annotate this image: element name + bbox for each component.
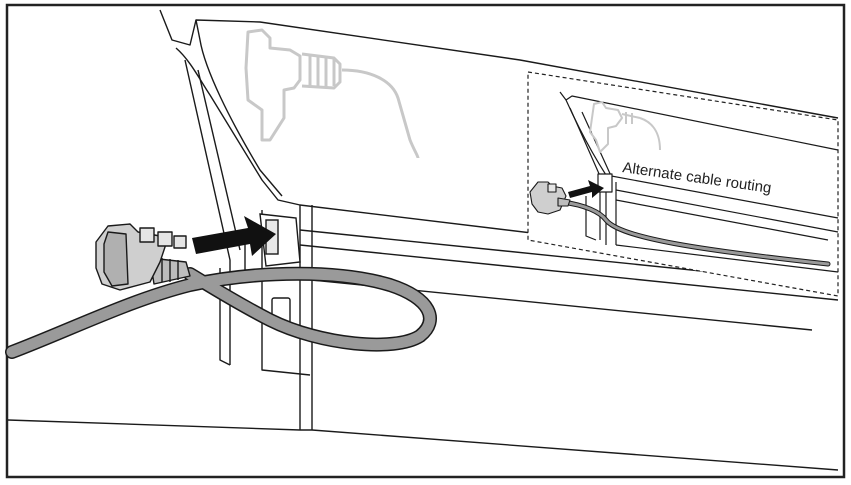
power-socket <box>259 213 301 267</box>
power-plug-icon <box>95 223 191 291</box>
inset-plug-icon <box>529 181 571 215</box>
alternate-routing-callout <box>527 71 839 297</box>
insert-arrow-icon <box>192 216 276 256</box>
power-cable <box>5 266 437 359</box>
ghost-plug-outline <box>244 28 420 159</box>
